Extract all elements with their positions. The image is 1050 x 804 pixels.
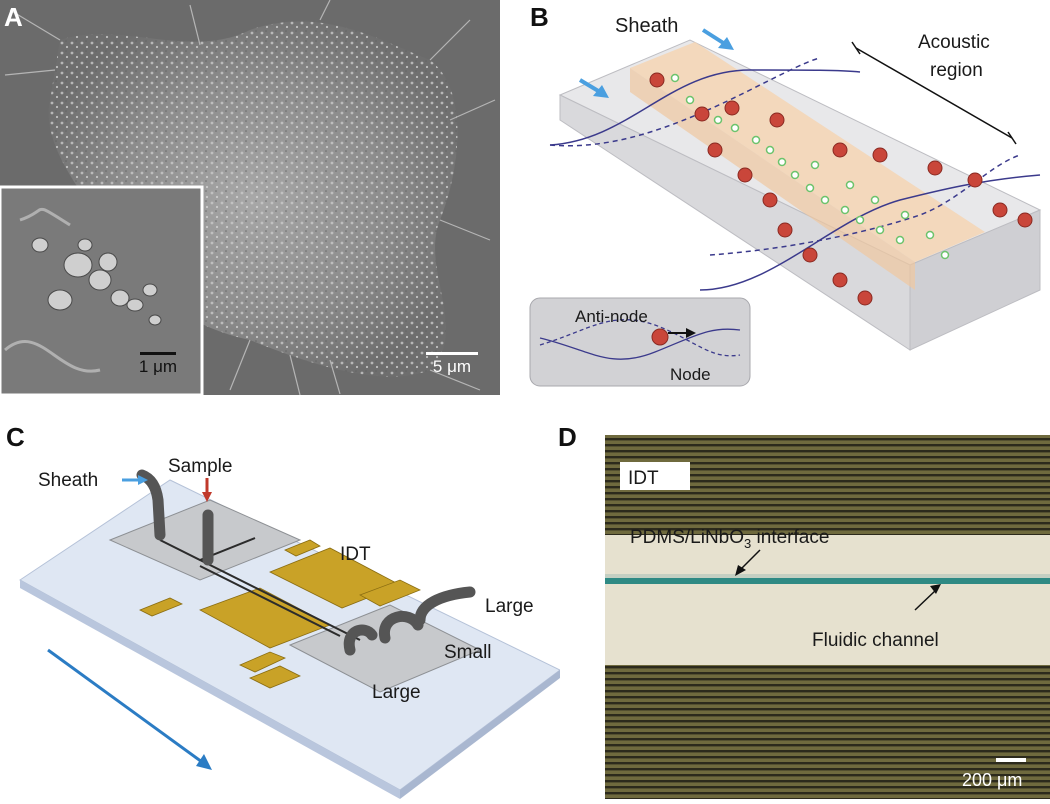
large-particle <box>927 160 943 176</box>
idt-fingers-bottom <box>605 665 1050 799</box>
channel-label: Fluidic channel <box>812 630 939 651</box>
large-particle <box>802 247 818 263</box>
small-particle <box>765 145 775 155</box>
small-particle <box>751 135 761 145</box>
main-scale-bar: 5 μm <box>420 352 484 377</box>
small-particle <box>895 235 905 245</box>
idt-label-box <box>620 462 690 490</box>
acoustic-region-bracket <box>851 41 1017 145</box>
large-particle <box>857 290 873 306</box>
large-particle <box>694 106 710 122</box>
large-particle <box>777 222 793 238</box>
optical-micrograph: IDT PDMS/LiNbO3 interface Fluidic channe… <box>605 435 1050 799</box>
large-particle <box>724 100 740 116</box>
idt-label-c: IDT <box>340 544 371 565</box>
main-scale-label: 5 μm <box>432 357 472 376</box>
antinode-label: Anti-node <box>575 307 648 326</box>
large-particle <box>707 142 723 158</box>
idt-label-d: IDT <box>628 468 659 489</box>
small-particle <box>940 250 950 260</box>
sample-label: Sample <box>168 456 232 477</box>
sheath-label: Sheath <box>615 15 678 37</box>
node-label: Node <box>670 365 711 384</box>
inset-scale-label: 1 μm <box>138 357 178 376</box>
scale-label-d: 200 μm <box>962 770 1022 790</box>
idt-electrodes <box>139 539 421 689</box>
small-particle <box>900 210 910 220</box>
small-particle <box>840 205 850 215</box>
large-particle <box>832 272 848 288</box>
small-particle <box>925 230 935 240</box>
large-particle <box>737 167 753 183</box>
small-particle <box>805 183 815 193</box>
large-particle <box>832 142 848 158</box>
small-particle <box>685 95 695 105</box>
sem-micrograph <box>0 0 500 397</box>
small-particle <box>810 160 820 170</box>
small-particle <box>670 73 680 83</box>
panel-letter-a: A <box>4 2 23 32</box>
small-particle <box>875 225 885 235</box>
small-particle <box>870 195 880 205</box>
particles-group <box>649 72 1033 306</box>
large-top-label: Large <box>485 596 534 617</box>
pdms-region <box>605 535 1050 665</box>
scale-bar-d <box>996 758 1026 762</box>
panel-letter-d: D <box>558 422 577 452</box>
interface-label: PDMS/LiNbO3 interface <box>630 527 829 551</box>
small-particle <box>845 180 855 190</box>
large-particle <box>992 202 1008 218</box>
acoustic-label-1: Acoustic <box>918 32 990 53</box>
small-particle <box>855 215 865 225</box>
small-particle <box>777 157 787 167</box>
acoustic-channel-diagram: Sheath Acoustic region Anti-node Node <box>529 15 1042 387</box>
large-particle <box>967 172 983 188</box>
acoustic-label-2: region <box>930 60 983 81</box>
small-particle <box>820 195 830 205</box>
small-particle <box>790 170 800 180</box>
small-particle <box>713 115 723 125</box>
large-bottom-label: Large <box>372 682 421 703</box>
channel-slab <box>558 39 1042 351</box>
sheath-label-c: Sheath <box>38 470 98 491</box>
sheath-arrows <box>578 28 734 98</box>
large-particle <box>649 72 665 88</box>
panel-c-device-schematic: Sheath Sample IDT Large Small Large C <box>0 420 561 799</box>
panel-letter-b: B <box>530 2 549 32</box>
small-particle <box>730 123 740 133</box>
large-particle <box>1017 212 1033 228</box>
node-legend: Anti-node Node <box>529 297 751 387</box>
sem-inset <box>0 185 204 397</box>
pdms-outlet-block <box>288 604 482 693</box>
large-particle <box>769 112 785 128</box>
tubing <box>136 469 476 656</box>
panel-a-sem-image: A 1 μm 5 μm <box>0 0 500 397</box>
fluidic-channel-line <box>605 578 1050 584</box>
wave-direction-arrow <box>47 648 203 764</box>
large-particle <box>872 147 888 163</box>
large-particle <box>762 192 778 208</box>
panel-letter-c: C <box>6 422 25 452</box>
inset-scale-bar: 1 μm <box>128 352 188 377</box>
panel-b-channel-schematic: Sheath Acoustic region Anti-node Node B <box>520 0 1050 395</box>
saw-device-diagram: Sheath Sample IDT Large Small Large <box>19 456 561 799</box>
panel-d-micrograph: IDT PDMS/LiNbO3 interface Fluidic channe… <box>558 420 1050 799</box>
small-label: Small <box>444 642 492 663</box>
